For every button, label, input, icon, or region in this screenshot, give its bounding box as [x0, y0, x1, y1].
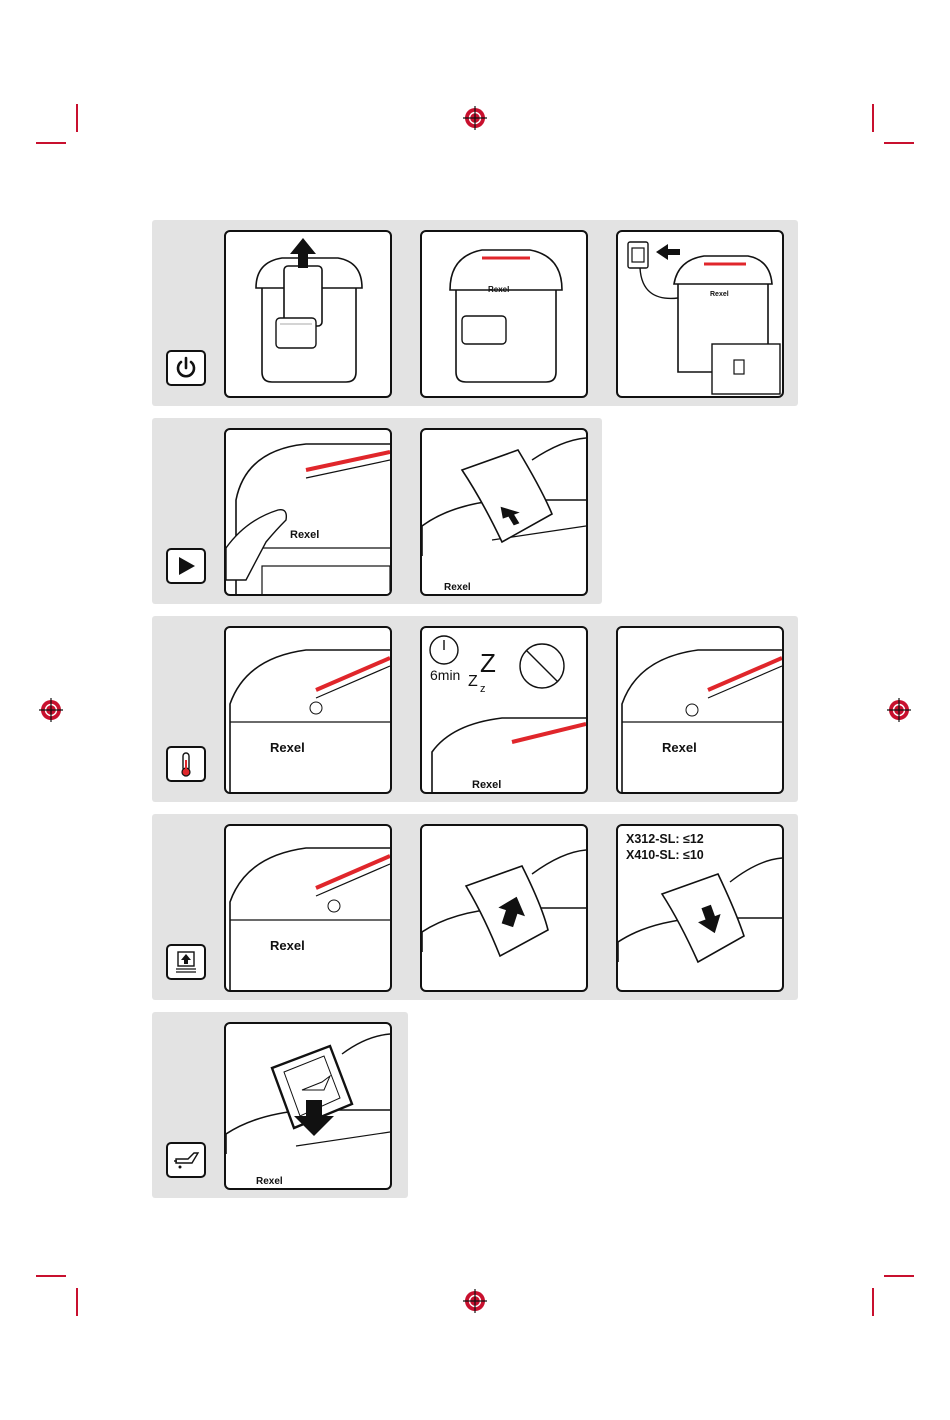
- power-icon: [166, 350, 206, 386]
- panel-overheat-led-alt: Rexel: [616, 626, 784, 794]
- panel-plug-in: Rexel: [616, 230, 784, 398]
- brand-logo: Rexel: [662, 740, 697, 755]
- crop-mark: [36, 142, 66, 144]
- play-icon: [166, 548, 206, 584]
- panel-remove-packaging: [224, 230, 392, 398]
- row-paper-jam: Rexel X312-SL: ≤12 X410-SL: ≤10: [152, 814, 798, 1000]
- brand-logo: Rexel: [472, 779, 501, 791]
- panel-jam-led: Rexel: [224, 824, 392, 992]
- panel-remove-paper: [420, 824, 588, 992]
- crop-mark: [36, 1275, 66, 1277]
- registration-mark-icon: [463, 106, 487, 130]
- oil-can-icon: [166, 1142, 206, 1178]
- paper-jam-icon: [166, 944, 206, 980]
- thermometer-icon: [166, 746, 206, 782]
- panel-overheat-led: Rexel: [224, 626, 392, 794]
- registration-mark-icon: [887, 698, 911, 722]
- brand-logo: Rexel: [488, 285, 509, 294]
- registration-mark-icon: [39, 698, 63, 722]
- sleep-z-medium: Z: [468, 673, 478, 690]
- crop-mark: [872, 1288, 874, 1316]
- brand-logo: Rexel: [256, 1176, 283, 1187]
- panel-oil-sheet: Rexel: [224, 1022, 392, 1190]
- row-oil: Rexel: [152, 1012, 408, 1198]
- row-overheat-sleep: Rexel 6min Z Z z Rexel Rexel: [152, 616, 798, 802]
- row-start: Rexel Rexel: [152, 418, 602, 604]
- crop-mark: [884, 142, 914, 144]
- brand-logo: Rexel: [270, 740, 305, 755]
- panel-sleep-mode: 6min Z Z z Rexel: [420, 626, 588, 794]
- panel-sheet-capacity: X312-SL: ≤12 X410-SL: ≤10: [616, 824, 784, 992]
- brand-logo: Rexel: [444, 582, 471, 593]
- registration-mark-icon: [463, 1289, 487, 1313]
- crop-mark: [884, 1275, 914, 1277]
- crop-mark: [872, 104, 874, 132]
- crop-mark: [76, 104, 78, 132]
- brand-logo: Rexel: [270, 938, 305, 953]
- panel-shredder-assembled: Rexel: [420, 230, 588, 398]
- panel-insert-paper: Rexel: [420, 428, 588, 596]
- sleep-timer-label: 6min: [430, 667, 460, 683]
- row-power-setup: Rexel Rexel: [152, 220, 798, 406]
- crop-mark: [76, 1288, 78, 1316]
- sleep-z-small: z: [480, 683, 486, 695]
- panel-press-button: Rexel: [224, 428, 392, 596]
- sleep-z-large: Z: [480, 648, 496, 678]
- brand-logo: Rexel: [290, 529, 319, 541]
- brand-logo: Rexel: [710, 291, 729, 298]
